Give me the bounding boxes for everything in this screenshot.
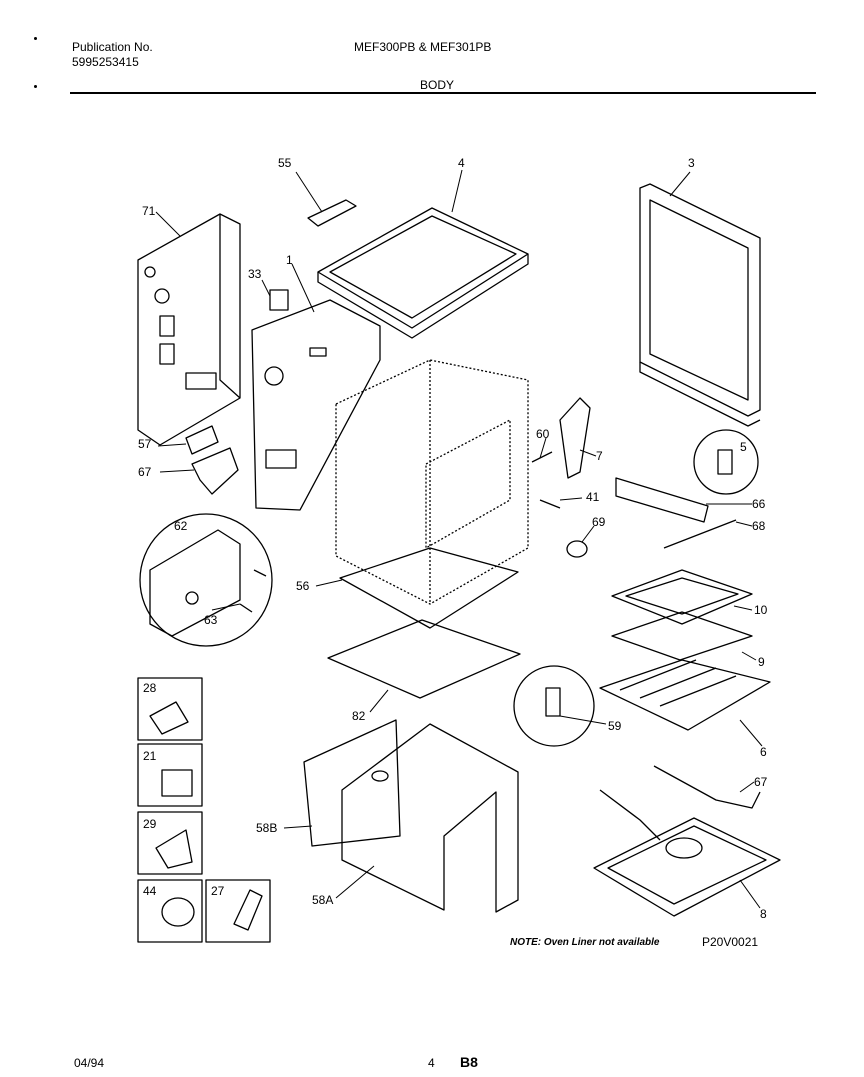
part-label: 67 [754,775,768,789]
sensor-drawing [559,397,591,479]
footer-date: 04/94 [74,1056,105,1070]
part-label: 4 [458,156,465,170]
model-numbers: MEF300PB & MEF301PB [354,40,492,54]
detail-circle-5-drawing [693,429,759,495]
clip-27-drawing [233,889,263,931]
part-label: 57 [138,437,152,451]
part-label: 7 [596,449,603,463]
part-label: 58A [312,893,333,907]
part-label: 8 [760,907,767,921]
side-trim-drawing [303,719,401,847]
part-box-29 [137,811,203,875]
top-panel-drawing [317,207,529,339]
oven-rack-drawing [599,659,771,731]
side-panel-drawing [251,299,381,511]
part-box-21 [137,743,203,807]
bracket-drawing [307,199,357,227]
bottom-plate-drawing [339,547,519,629]
part-label: 6 [760,745,767,759]
pan-drawing [611,611,753,661]
part-label: 58B [256,821,277,835]
part-label: 27 [211,884,225,898]
heating-element-drawing [653,765,761,809]
part-label: 56 [296,579,310,593]
part-box-27 [205,879,271,943]
part-label: 55 [278,156,292,170]
part-label: 3 [688,156,695,170]
publication-number: 5995253415 [72,55,139,69]
part-label: 41 [586,490,600,504]
broil-pan-drawing [611,569,753,625]
part-label: 63 [204,613,218,627]
part-box-28 [137,677,203,741]
bracket-28-drawing [149,701,189,735]
margin-dot [34,37,37,40]
part-box-44 [137,879,203,943]
part-label: 1 [286,253,293,267]
screw-drawing [539,499,561,509]
part-label: 60 [536,427,550,441]
liner-drawing [327,619,521,699]
element-bar-drawing [531,451,553,463]
part-label: 29 [143,817,157,831]
drawer-pan-drawing [593,789,781,917]
part-label: 28 [143,681,157,695]
clip-drawing [269,289,289,311]
section-title: BODY [420,78,455,92]
knob-21-drawing [161,769,193,797]
part-label: 62 [174,519,188,533]
part-label: 66 [752,497,766,511]
back-panel-drawing [137,213,241,446]
footer-page: 4 [428,1056,435,1070]
part-label: 68 [752,519,766,533]
detail-circle-drawing [139,513,273,647]
cabinet-drawing [341,723,519,913]
part-label: 44 [143,884,157,898]
publication-label: Publication No. [72,40,153,54]
part-label: 5 [740,440,747,454]
oven-cavity-drawing [335,359,529,605]
bake-element-drawing [615,477,709,523]
header-rule [70,92,816,94]
door-frame-drawing [639,183,761,427]
part-label: 67 [138,465,152,479]
part-label: 82 [352,709,366,723]
margin-dot [34,85,37,88]
rod-drawing [663,519,737,549]
terminal-block-drawing [185,425,219,455]
part-label: 69 [592,515,606,529]
drawing-code: P20V0021 [702,935,758,949]
footer-code: B8 [460,1054,478,1070]
lamp-drawing [566,540,588,558]
part-label: 9 [758,655,765,669]
liner-note: NOTE: Oven Liner not available [510,937,660,948]
detail-circle-59-drawing [513,665,595,747]
part-label: 33 [248,267,262,281]
part-label: 10 [754,603,768,617]
part-label: 21 [143,749,157,763]
switch-29-drawing [155,829,193,869]
part-label: 59 [608,719,622,733]
part-label: 71 [142,204,156,218]
mount-bracket-drawing [191,447,239,495]
knob-44-drawing [161,897,195,927]
part-labels: 55 4 3 71 33 1 57 67 60 7 5 41 66 68 69 … [138,156,768,921]
leader-lines [155,169,763,909]
